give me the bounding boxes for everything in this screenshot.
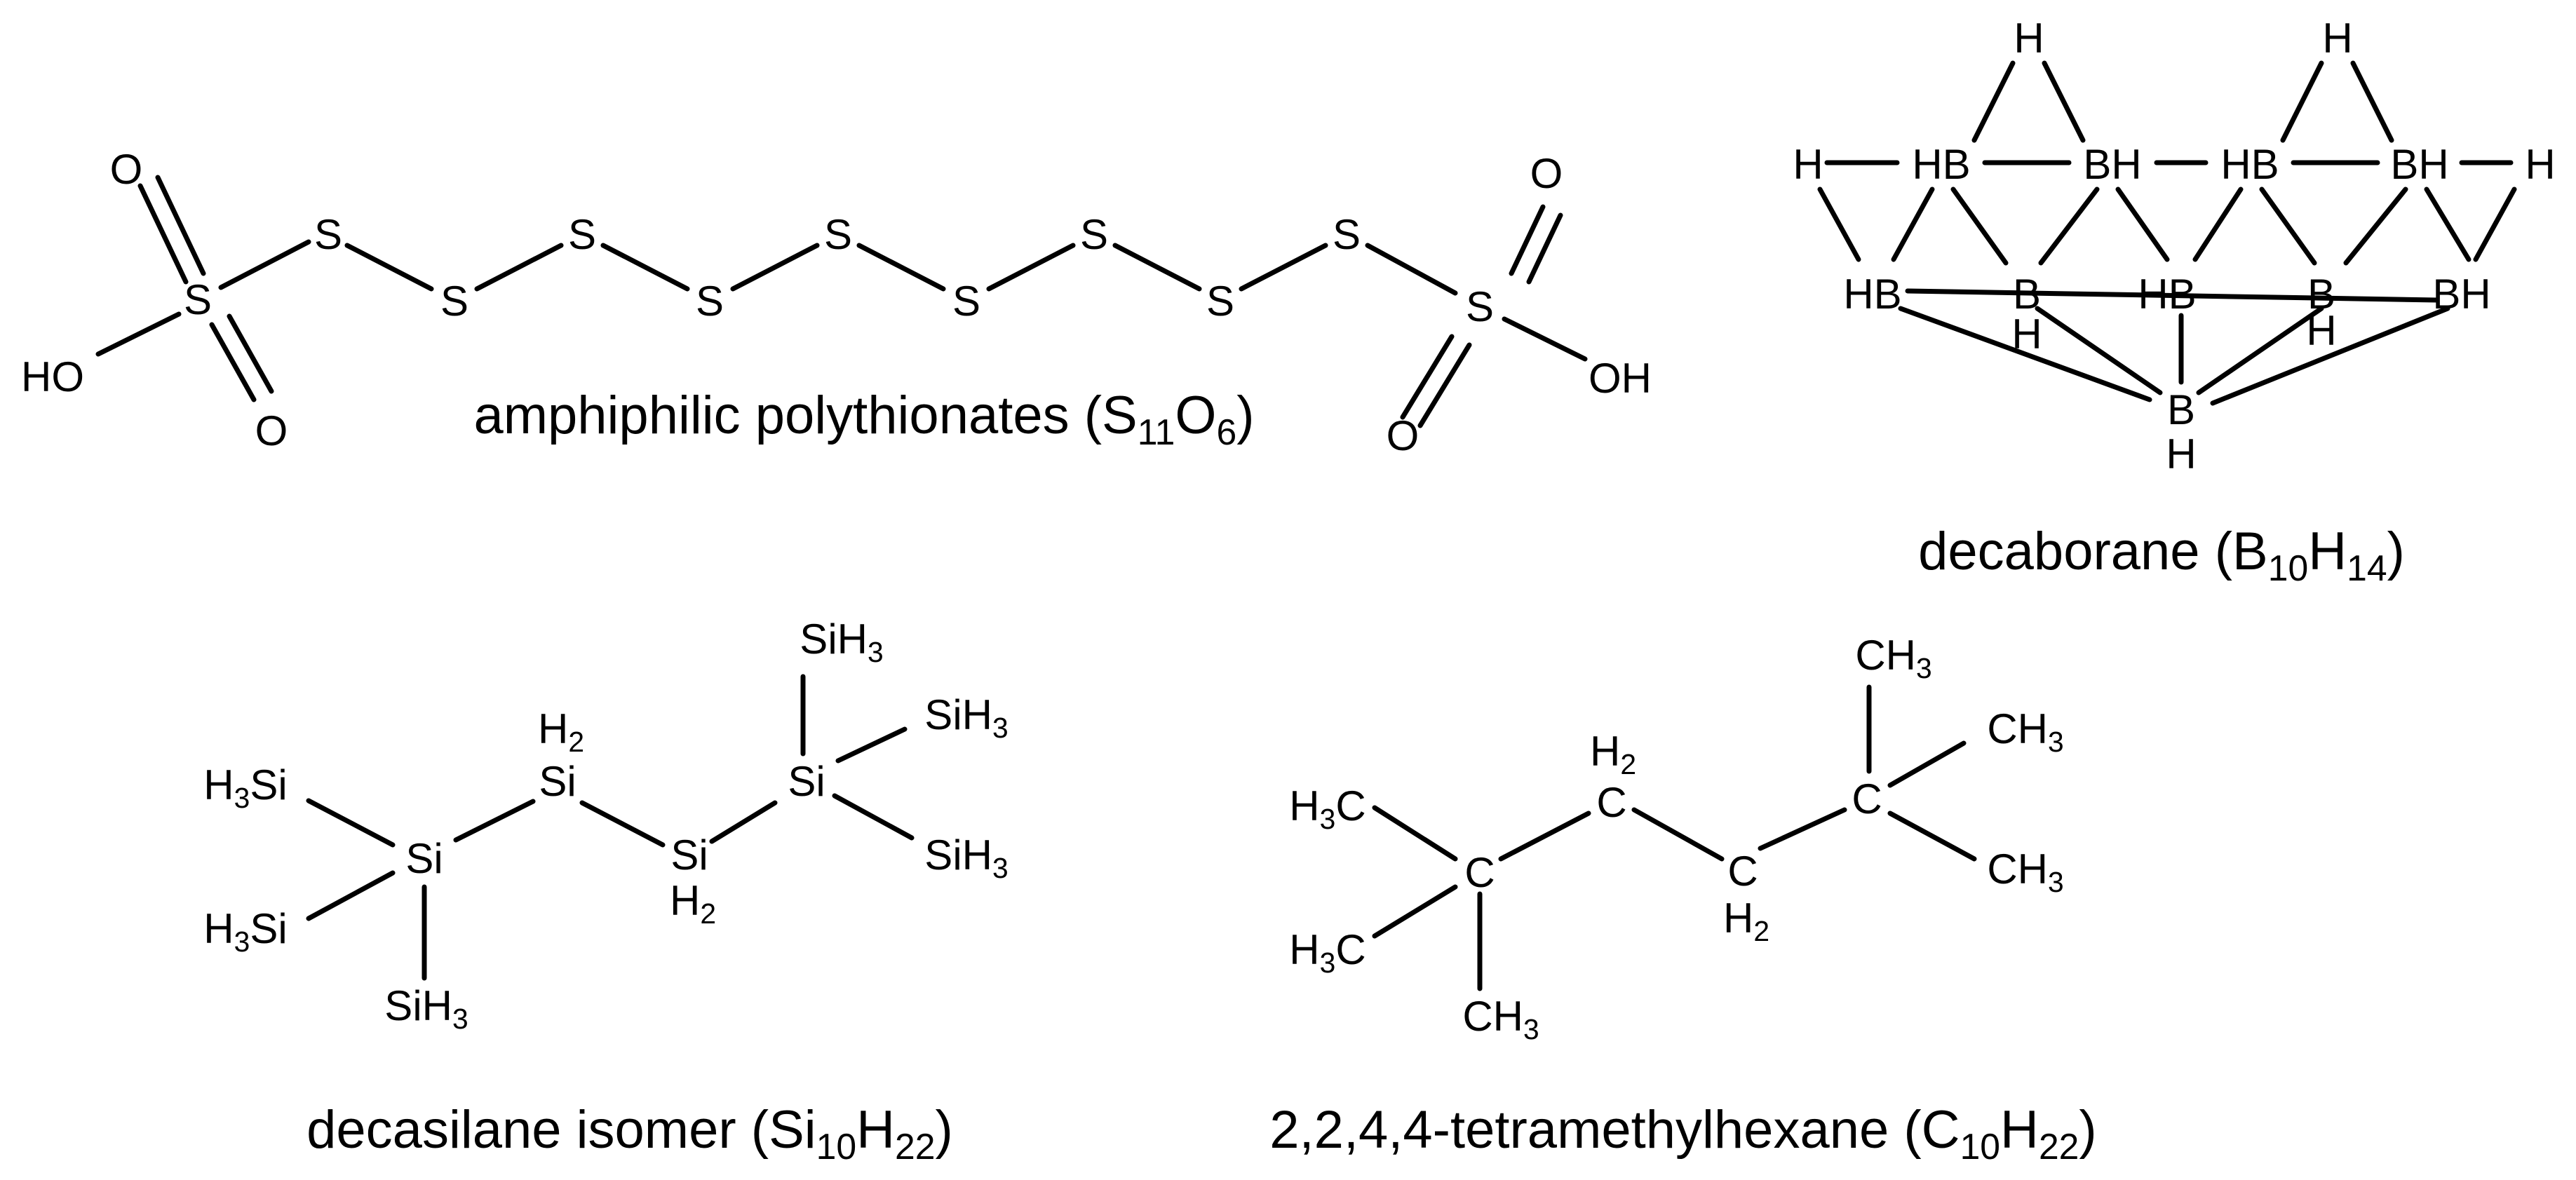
atom-sih3-bottom: SiH3 xyxy=(384,982,468,1035)
atom-ch3-right-lower: CH3 xyxy=(1987,846,2063,898)
decaborane-caption: decaborane (B10H14) xyxy=(1918,522,2405,588)
atom-h2-upper: H2 xyxy=(538,705,584,758)
polythionate-caption: amphiphilic polythionates (S11O6) xyxy=(473,386,1254,452)
atom-si-ch2-upper: Si xyxy=(539,758,576,805)
atom-s-3: S xyxy=(568,211,596,258)
polythionate-structure: O S HO O S S S S S S S S S S O O OH amph… xyxy=(21,146,1652,459)
atom-c-quaternary-right: C xyxy=(1852,775,1882,822)
atom-s-2: S xyxy=(440,278,468,325)
atom-si-quaternary-left: Si xyxy=(405,835,443,882)
atom-c-ch2-upper: C xyxy=(1596,779,1626,826)
decasilane-structure: H3Si H3Si Si SiH3 H2 Si Si H2 Si SiH3 Si… xyxy=(203,616,1008,1167)
atom-si-quaternary-right: Si xyxy=(788,758,825,805)
atom-c-quaternary-left: C xyxy=(1464,849,1495,896)
atom-b-bottom: B xyxy=(2167,386,2195,433)
atom-b-mid-2: B xyxy=(2013,271,2041,318)
atom-o-bottom-right: O xyxy=(1387,412,1420,459)
tetramethylhexane-structure: H3C H3C C CH3 H2 C C H2 C CH3 CH3 CH3 2,… xyxy=(1269,632,2096,1167)
atom-h3si-top-left: H3Si xyxy=(203,761,287,814)
atom-bh-mid-5: BH xyxy=(2432,271,2490,318)
atom-s-8: S xyxy=(1206,278,1234,325)
atom-sih3-right-upper: SiH3 xyxy=(924,691,1008,744)
decasilane-caption: decasilane isomer (Si10H22) xyxy=(306,1100,953,1167)
atom-ch3-top: CH3 xyxy=(1855,632,1931,684)
atom-bh-top-4: BH xyxy=(2390,141,2448,188)
atom-h3c-top-left: H3C xyxy=(1289,782,1365,835)
atom-o-bottom-left: O xyxy=(255,407,288,454)
atom-h-left: H xyxy=(1793,141,1823,188)
atom-ch3-right-upper: CH3 xyxy=(1987,705,2063,758)
atom-s-1: S xyxy=(314,211,342,258)
atom-sih3-top: SiH3 xyxy=(800,616,883,668)
atom-si-ch2-lower: Si xyxy=(670,832,708,879)
atom-h2-lower: H2 xyxy=(1723,895,1769,947)
atom-oh-right: OH xyxy=(1589,355,1652,402)
decaborane-structure: H H H HB BH HB BH H HB B H HB B H BH B H… xyxy=(1793,15,2555,588)
atom-c-ch2-lower: C xyxy=(1727,848,1758,895)
atom-h-under-b2: H xyxy=(2011,311,2042,358)
atom-s-5: S xyxy=(824,211,852,258)
atom-s-6: S xyxy=(952,278,980,325)
atom-b-mid-4: B xyxy=(2307,271,2335,318)
atom-s-4: S xyxy=(696,278,724,325)
atom-sih3-right-lower: SiH3 xyxy=(924,832,1008,884)
atom-bh-top-2: BH xyxy=(2083,141,2141,188)
atom-hb-top-1: HB xyxy=(1912,141,1970,188)
atom-h2-lower: H2 xyxy=(670,877,716,930)
atom-h3c-bottom-left: H3C xyxy=(1289,926,1365,979)
atom-ho-left: HO xyxy=(21,353,84,400)
atom-s-9: S xyxy=(1333,211,1361,258)
atom-ch3-bottom: CH3 xyxy=(1462,993,1539,1045)
atom-o-top-right: O xyxy=(1530,150,1563,197)
atom-hb-mid-3: HB xyxy=(2138,271,2196,318)
atom-hb-mid-1: HB xyxy=(1843,271,1901,318)
atom-s-sulfonyl-left: S xyxy=(184,276,212,323)
atom-s-sulfonyl-right: S xyxy=(1466,283,1494,330)
atom-hb-top-3: HB xyxy=(2220,141,2279,188)
atom-o-top-left: O xyxy=(110,146,143,193)
atom-h-under-b4: H xyxy=(2306,307,2336,354)
atom-h2-upper: H2 xyxy=(1590,728,1636,780)
atom-h-right: H xyxy=(2525,141,2555,188)
tetramethylhexane-caption: 2,2,4,4-tetramethylhexane (C10H22) xyxy=(1269,1100,2096,1167)
atom-h-bridge-top-right: H xyxy=(2322,15,2352,62)
atom-h-bottom: H xyxy=(2166,430,2196,477)
atom-h-bridge-top-left: H xyxy=(2014,15,2044,62)
atom-s-7: S xyxy=(1080,211,1108,258)
atom-h3si-bottom-left: H3Si xyxy=(203,905,287,958)
